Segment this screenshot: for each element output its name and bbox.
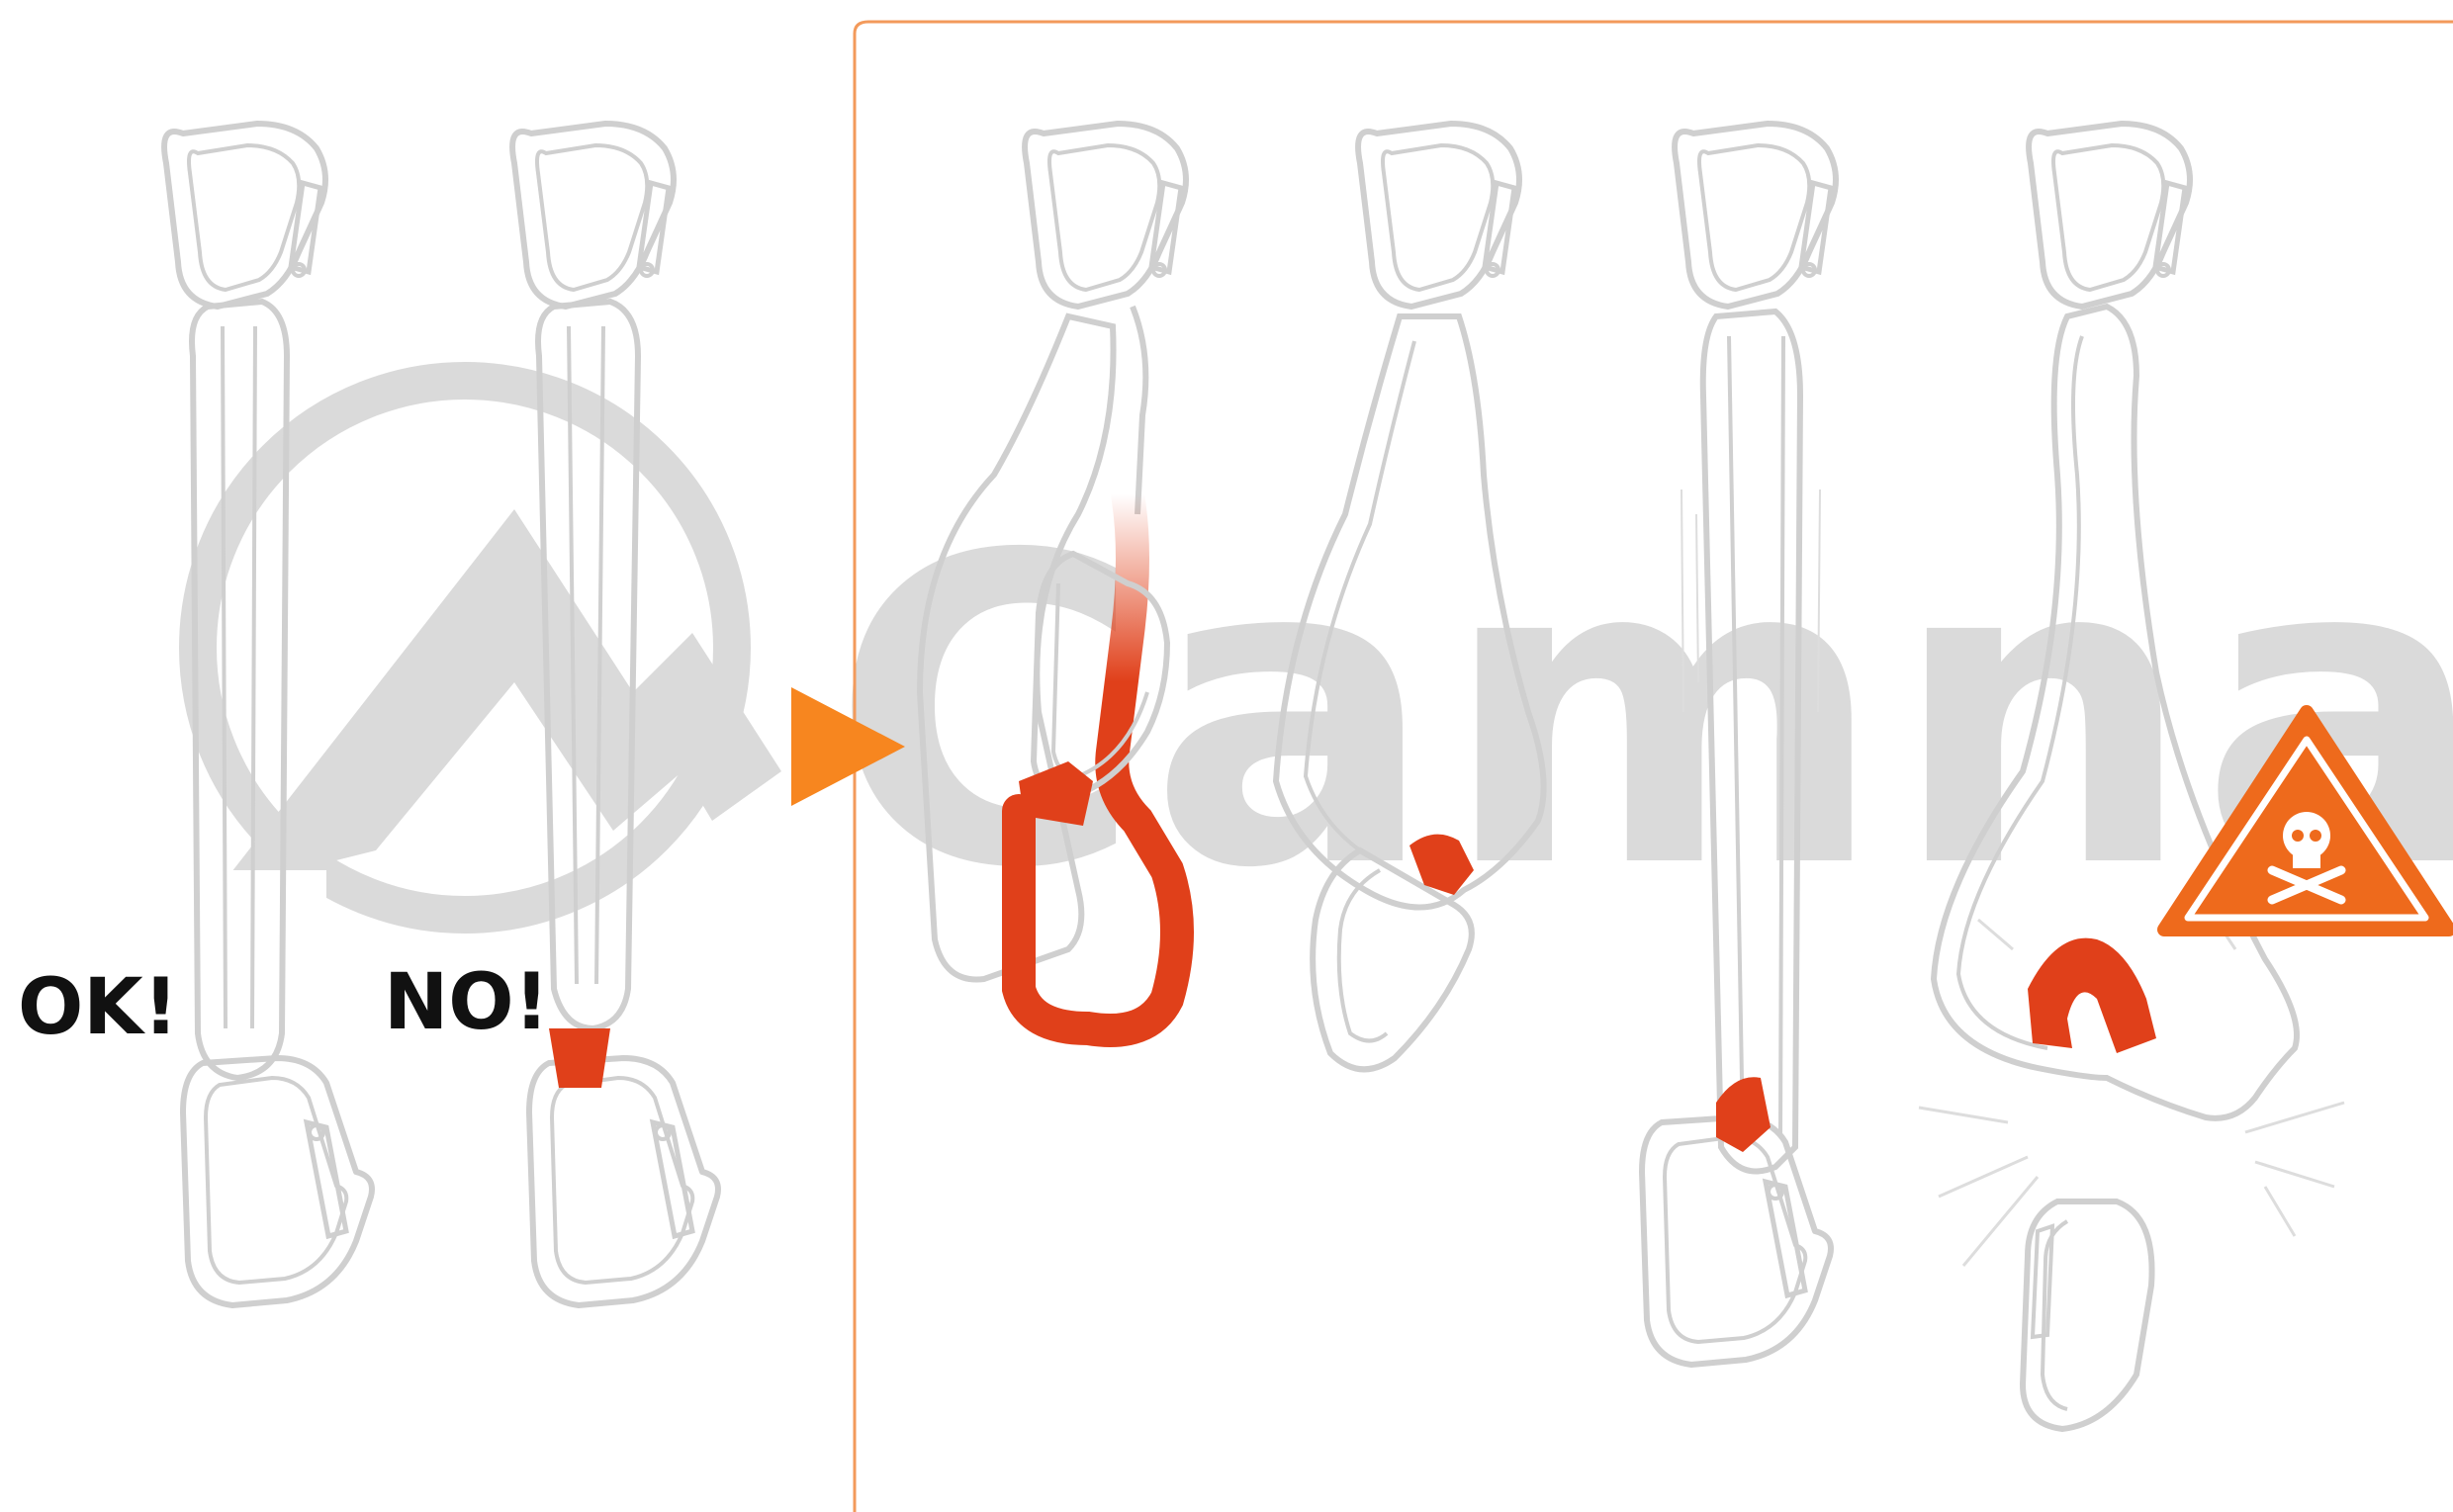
no-label: NO! (384, 958, 549, 1047)
rubber-keeper (549, 1028, 610, 1088)
quickdraw-ok (164, 124, 372, 1305)
ok-label: OK! (18, 963, 178, 1052)
